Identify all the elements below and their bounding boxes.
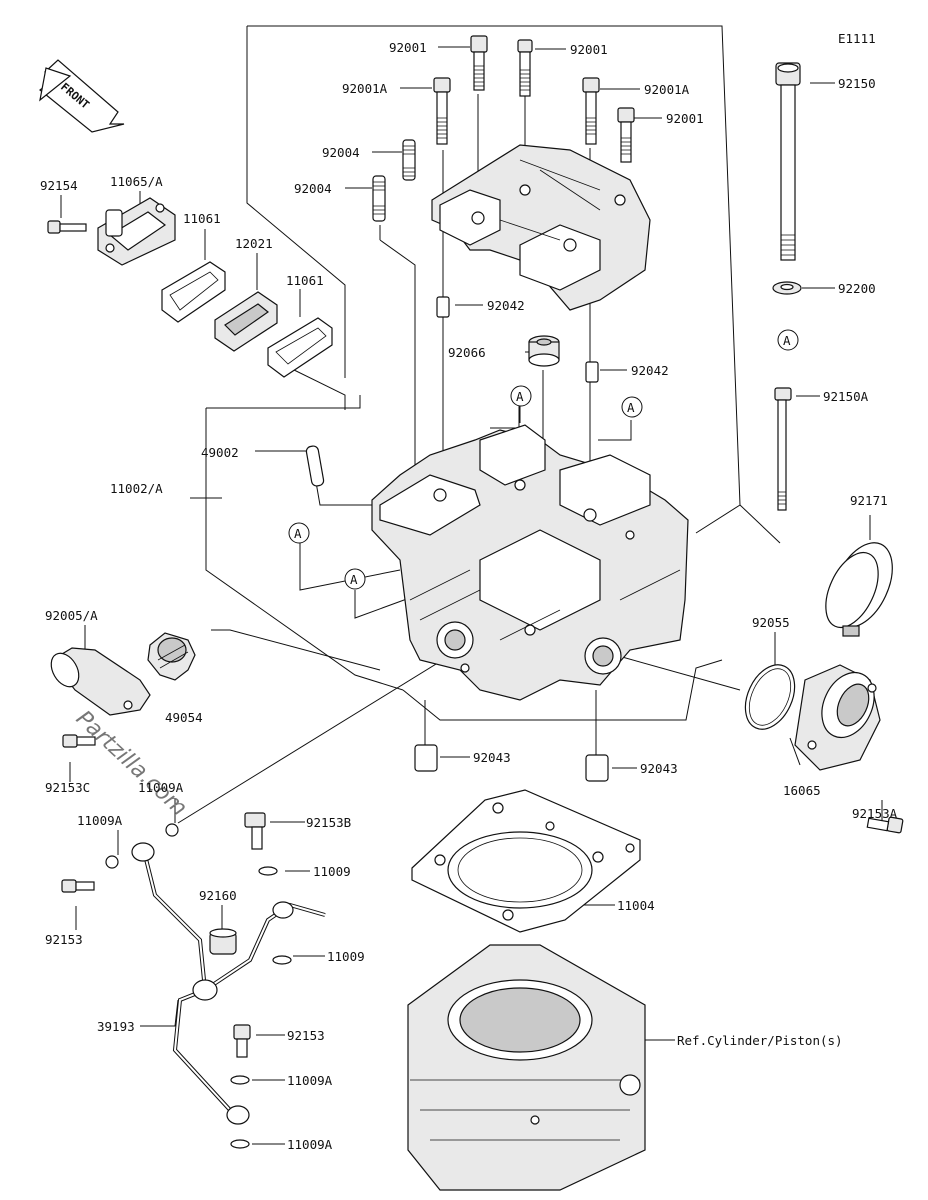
svg-text:A: A	[516, 389, 524, 404]
label-92153-left: 92153	[45, 932, 83, 947]
ref-marker-a-4: A	[288, 522, 310, 544]
washer-11009-b	[272, 955, 292, 965]
label-92001A-a: 92001A	[342, 81, 388, 96]
seal-92066	[528, 335, 560, 367]
svg-text:A: A	[294, 526, 302, 541]
front-arrow-icon: FRONT	[39, 59, 125, 133]
label-11009-b: 11009	[327, 949, 365, 964]
label-92001A-b: 92001A	[644, 82, 690, 97]
washer-11009A-bot	[230, 1139, 250, 1149]
svg-text:A: A	[627, 400, 635, 415]
camshaft-holder	[431, 144, 651, 311]
label-92150: 92150	[838, 76, 876, 91]
stud-92004-b	[372, 175, 386, 222]
assembly-outline	[205, 25, 781, 721]
label-11009A-top: 11009A	[138, 780, 184, 795]
clamp-92171	[825, 542, 893, 637]
cylinder-head-11002	[371, 424, 689, 701]
label-92160: 92160	[199, 888, 237, 903]
label-16065: 16065	[783, 783, 821, 798]
dowel-92043-b	[585, 754, 609, 782]
reed-valve-12021	[214, 291, 278, 352]
ref-marker-a-3: A	[621, 396, 643, 418]
bolt-92150A	[774, 387, 792, 511]
label-11065A: 11065/A	[110, 174, 163, 189]
label-49002: 49002	[201, 445, 239, 460]
bolt-92153-left	[61, 879, 95, 893]
diagram-code: E1111	[838, 31, 876, 46]
label-92001-a: 92001	[389, 40, 427, 55]
head-gasket-11004	[411, 789, 641, 933]
water-outlet-92005A	[50, 647, 151, 716]
label-12021: 12021	[235, 236, 273, 251]
bolt-92001-c	[617, 107, 635, 163]
label-92001-c: 92001	[666, 111, 704, 126]
bolt-92154	[47, 220, 87, 234]
label-92043-b: 92043	[640, 761, 678, 776]
label-92042-b: 92042	[631, 363, 669, 378]
stud-92004-a	[402, 139, 416, 181]
label-92001-b: 92001	[570, 42, 608, 57]
label-92153-mid: 92153	[287, 1028, 325, 1043]
bolt-92153C	[62, 734, 96, 748]
intake-holder-16065	[794, 664, 881, 771]
bolt-92001A-b	[582, 77, 600, 145]
cylinder-ref	[407, 944, 646, 1191]
label-92153B: 92153B	[306, 815, 351, 830]
washer-11009A-top	[165, 823, 179, 837]
washer-92200	[772, 281, 802, 295]
label-92042-a: 92042	[487, 298, 525, 313]
label-11009A-bot: 11009A	[287, 1137, 333, 1152]
label-92153C: 92153C	[45, 780, 90, 795]
washer-11009A-left	[105, 855, 119, 869]
label-92004-a: 92004	[322, 145, 360, 160]
o-ring-92055	[744, 664, 796, 730]
thermostat-49054	[147, 632, 196, 681]
label-92004-b: 92004	[294, 181, 332, 196]
dowel-92043-a	[414, 744, 438, 772]
bolt-92153A	[866, 816, 904, 834]
dowel-92042-b	[585, 361, 599, 383]
svg-text:A: A	[350, 572, 358, 587]
label-92153A: 92153A	[852, 806, 898, 821]
label-11009-a: 11009	[313, 864, 351, 879]
label-92005A: 92005/A	[45, 608, 98, 623]
label-11004: 11004	[617, 898, 655, 913]
valve-guide-49002	[305, 445, 325, 487]
bolt-92150	[775, 62, 801, 261]
label-92055: 92055	[752, 615, 790, 630]
dowel-92042-a	[436, 296, 450, 318]
bolt-92001-b	[517, 39, 533, 97]
label-92171: 92171	[850, 493, 888, 508]
oil-pipe-39193	[131, 842, 326, 1125]
bolt-92153-mid	[233, 1024, 251, 1058]
label-49054: 49054	[165, 710, 203, 725]
svg-text:A: A	[783, 333, 791, 348]
label-92043-a: 92043	[473, 750, 511, 765]
gasket-11061-b	[267, 317, 333, 378]
label-11002A: 11002/A	[110, 481, 163, 496]
label-92066: 92066	[448, 345, 486, 360]
ref-marker-a-1: A	[777, 329, 799, 351]
ref-marker-a-2: A	[510, 385, 532, 407]
label-92154: 92154	[40, 178, 78, 193]
label-11061-a: 11061	[183, 211, 221, 226]
bolt-92001-a	[470, 35, 488, 91]
gasket-11061-a	[161, 261, 226, 323]
label-11009A-mid: 11009A	[287, 1073, 333, 1088]
ref-note: Ref.Cylinder/Piston(s)	[677, 1033, 843, 1048]
bolt-92153B	[244, 812, 266, 850]
label-92200: 92200	[838, 281, 876, 296]
ref-marker-a-5: A	[344, 568, 366, 590]
label-11061-b: 11061	[286, 273, 324, 288]
cover-11065A	[97, 197, 176, 266]
label-11009A-left: 11009A	[77, 813, 123, 828]
label-39193: 39193	[97, 1019, 135, 1034]
collar-92160	[209, 928, 237, 955]
bolt-92001A-a	[433, 77, 451, 145]
washer-11009A-mid	[230, 1075, 250, 1085]
washer-11009-a	[258, 866, 278, 876]
label-92150A: 92150A	[823, 389, 869, 404]
